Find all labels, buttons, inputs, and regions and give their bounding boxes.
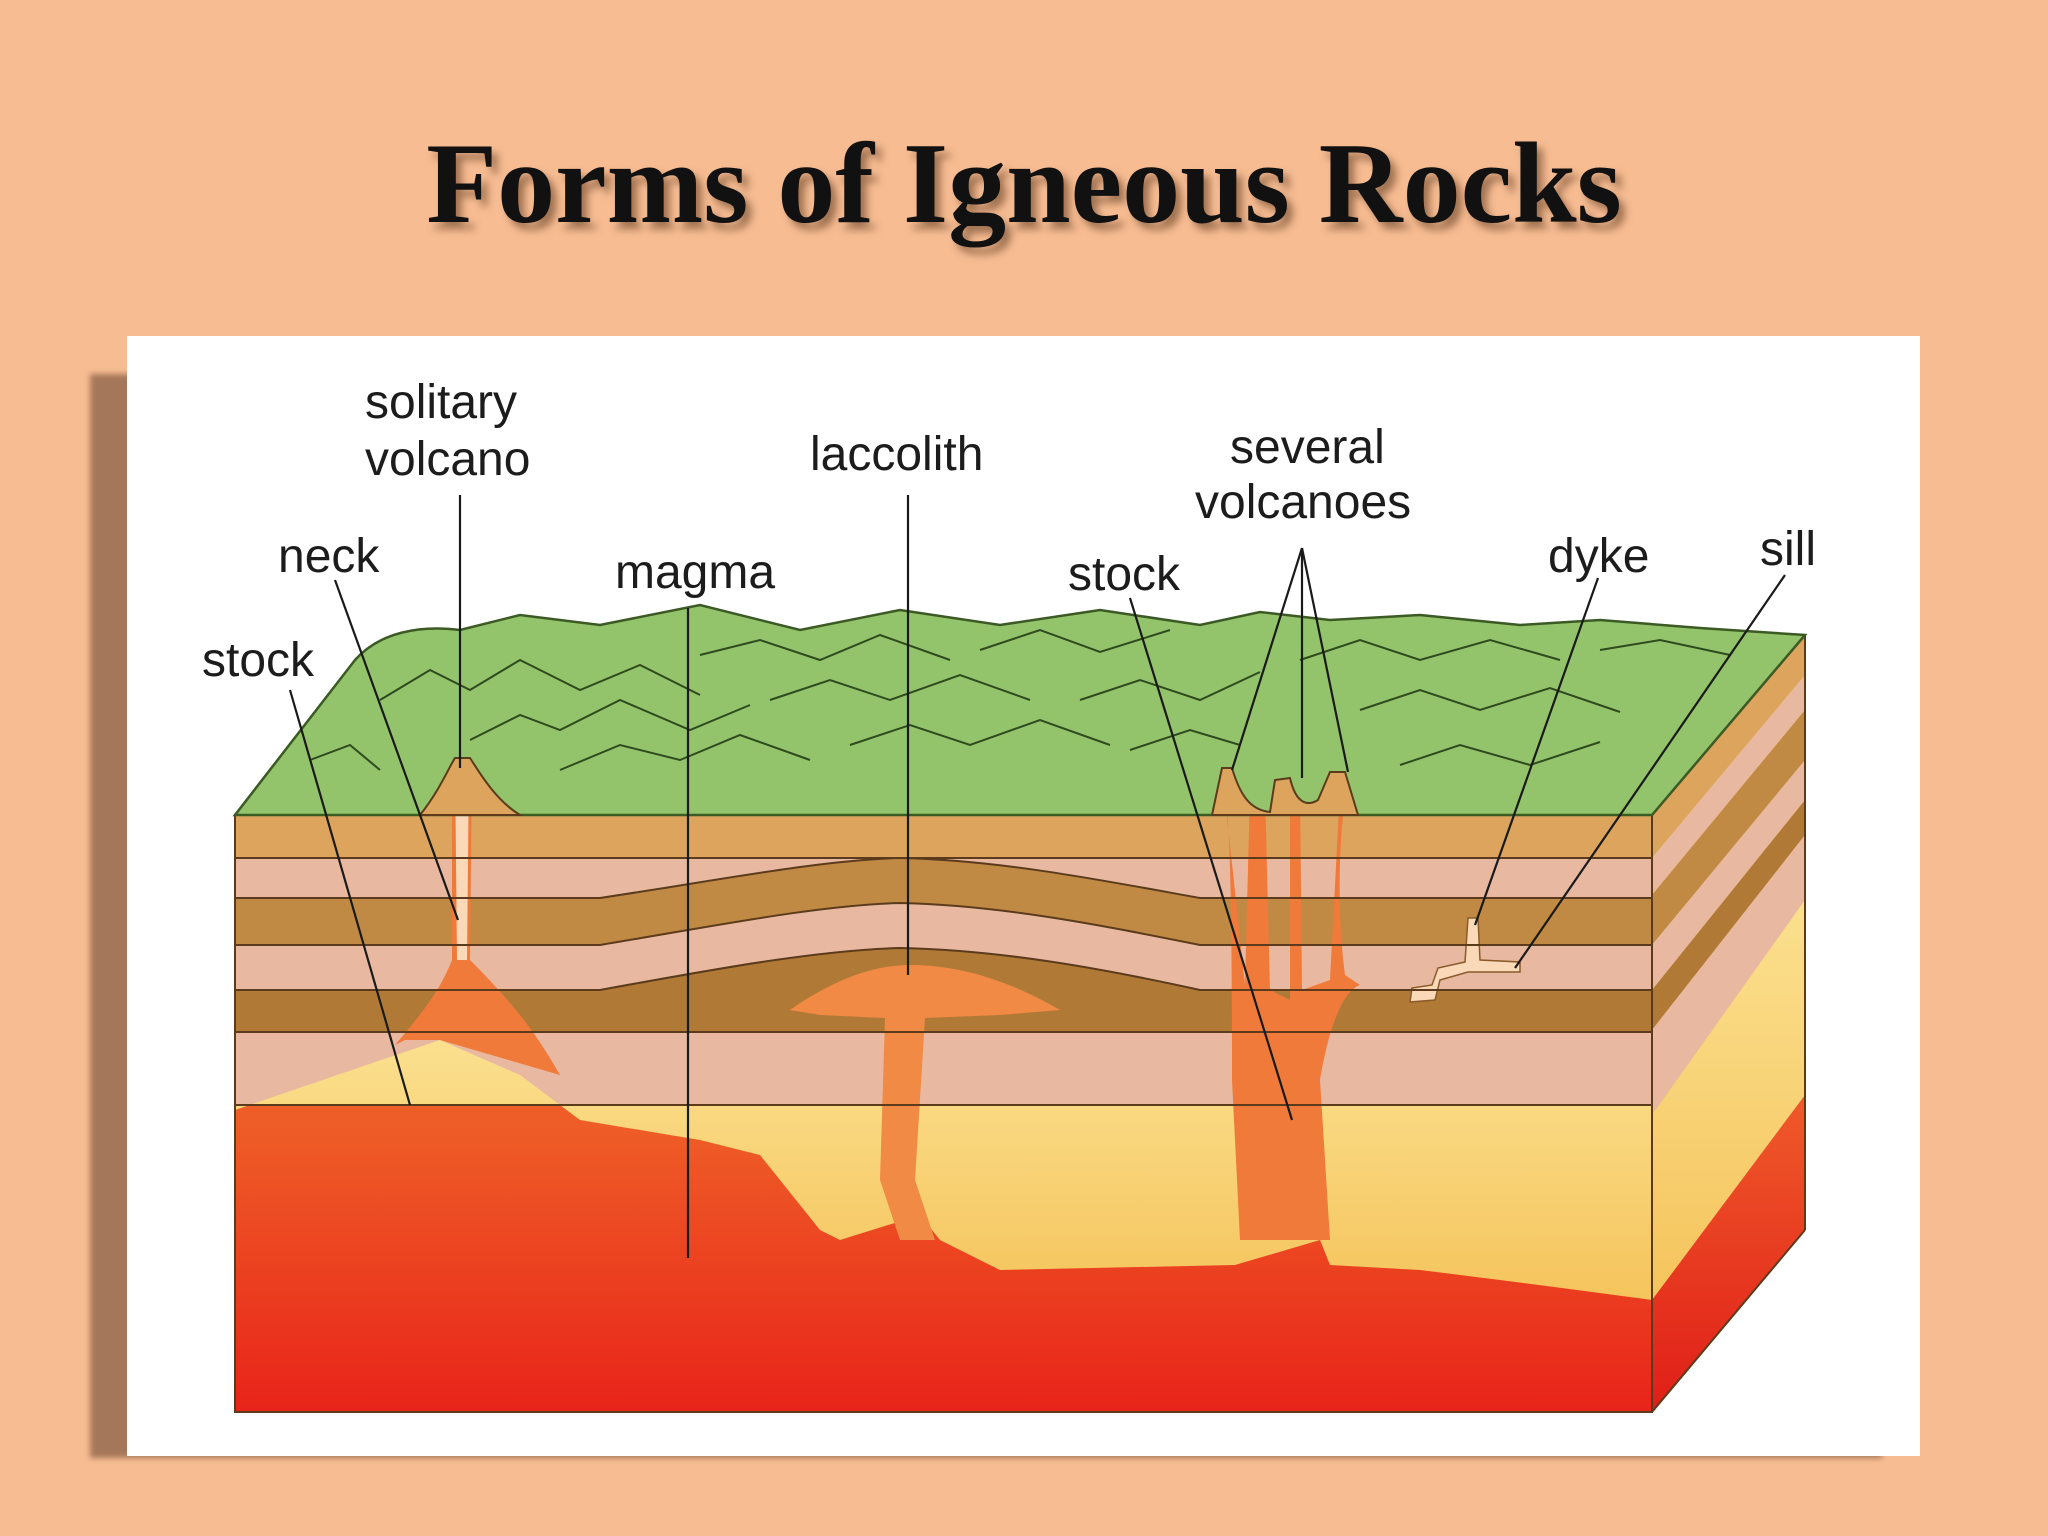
label-magma: magma — [615, 546, 775, 599]
leader-sill — [1514, 574, 1786, 969]
label-sill: sill — [1760, 523, 1816, 576]
label-solitary-volcano-2: volcano — [365, 433, 530, 486]
label-neck: neck — [278, 530, 380, 583]
label-dyke: dyke — [1548, 530, 1649, 583]
label-solitary-volcano-1: solitary — [365, 376, 517, 429]
block-side-face — [1651, 634, 1806, 1413]
leader-stock-left — [288, 689, 412, 1106]
leader-several-volcanoes-3 — [1300, 547, 1350, 773]
label-laccolith: laccolith — [810, 428, 983, 481]
leader-lines — [288, 495, 1786, 1258]
leader-neck — [333, 579, 460, 921]
leader-several-volcanoes-1 — [1230, 547, 1304, 771]
terrain-surface — [232, 603, 1808, 817]
label-stock-right: stock — [1068, 548, 1181, 601]
block-front-face — [235, 815, 1652, 1412]
diagram-labels: solitary volcano neck stock magma laccol… — [202, 376, 1816, 687]
leader-dyke — [1473, 577, 1600, 926]
label-several-volcanoes-2: volcanoes — [1195, 476, 1411, 529]
slide-title: Forms of Igneous Rocks — [426, 120, 1622, 248]
label-several-volcanoes-1: several — [1230, 421, 1385, 474]
leader-stock-right — [1128, 597, 1294, 1121]
label-stock-left: stock — [202, 634, 315, 687]
